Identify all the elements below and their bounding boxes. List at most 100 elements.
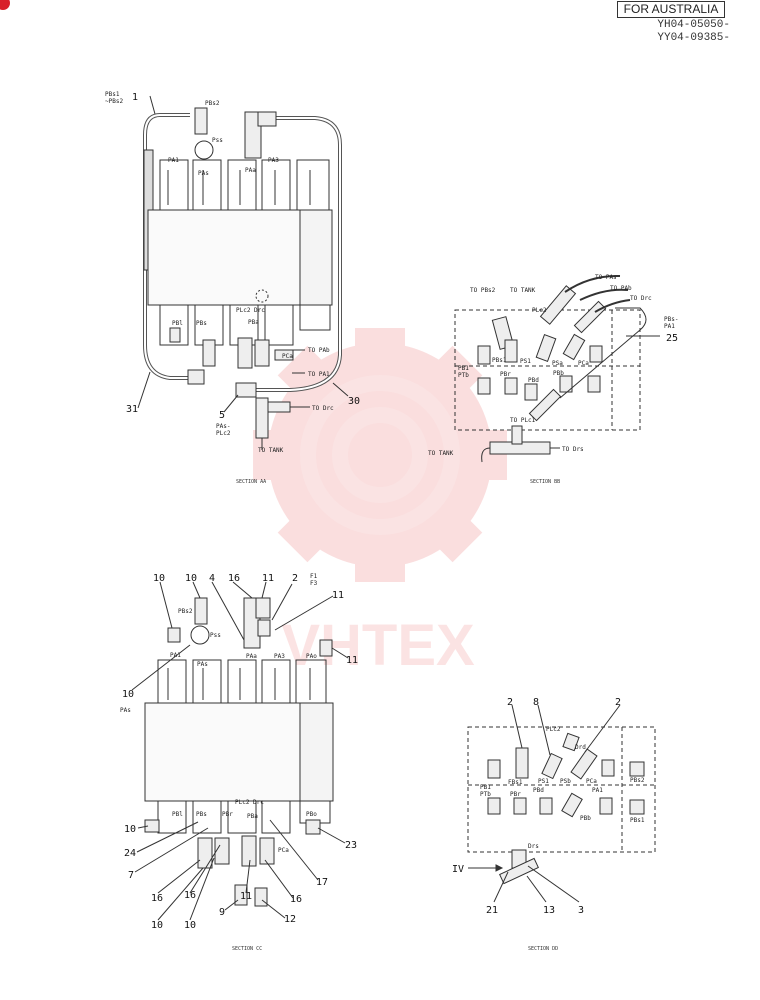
label-plc2: PLc2 [546,726,561,733]
label-pbs: PBs [196,811,207,818]
section-bb-text: TO PBs2 TO TANK TO PAs TO PAb TO Drc PBs… [428,274,678,457]
label-pbs: PBs [196,320,207,327]
label-pca: PCa [586,778,597,785]
label-drd: Drd [575,744,586,751]
callout-10f: 10 [184,920,196,931]
label-ps1: PS1 [538,778,549,785]
callout-2a: 2 [507,697,513,708]
label-pbr: PBr [510,791,521,798]
label-pbl: PBl [172,320,183,327]
section-cc-text: PBs2 Pss PA1 PAs PAs PAa PA3 PAo PBl PBs… [120,573,318,854]
label-psa: PSa [552,360,563,367]
label-pbd: PBd [533,787,544,794]
label-to-plc1: TO PLc1 [510,417,536,424]
callout-17: 17 [316,877,328,888]
part-codes: YH04-05050- YY04-09385- [657,19,730,45]
label-pa3: PA3 [274,653,285,660]
section-cc-callouts: 10 10 4 16 11 2 11 11 10 10 24 7 16 16 1… [122,573,358,931]
section-cc [131,581,349,921]
callout-5: 5 [219,410,225,421]
callout-arrow-iv: IV [452,864,464,875]
callout-3: 3 [578,905,584,916]
label-pbs1: PBs1 [105,91,120,98]
callout-10b: 10 [185,573,197,584]
callout-16c: 16 [184,890,196,901]
label-f3: F3 [310,580,318,587]
label-to-pab: TO PAb [308,347,330,354]
callout-8: 8 [533,697,539,708]
section-aa [137,95,349,450]
callout-10d: 10 [124,824,136,835]
label-pa1: PA1 [664,323,675,330]
section-dd-callouts: 2 8 2 21 13 3 IV [452,697,621,916]
label-drs: Drs [528,843,539,850]
callout-10e: 10 [151,920,163,931]
label-ps1: PS1 [520,358,531,365]
label-pbs1: PBs1 [630,817,645,824]
label-pa1: PA1 [168,157,179,164]
callout-7: 7 [128,870,134,881]
label-to-tank: TO TANK [258,447,284,454]
label-pbs2-top: ~PBs2 [105,98,123,105]
section-dd-caption: SECTION DD [528,946,558,952]
label-pba: PBa [247,813,258,820]
callout-11d: 11 [240,891,252,902]
callout-25: 25 [666,333,678,344]
label-plc2: PLc2 [216,430,231,437]
callout-13: 13 [543,905,555,916]
label-f1: F1 [310,573,318,580]
callout-2: 2 [292,573,298,584]
region-badge: FOR AUSTRALIA [617,1,725,18]
label-paa: PAa [245,167,256,174]
label-ptb: PTb [480,791,491,798]
label-pbo: PBo [306,811,317,818]
label-paa: PAa [246,653,257,660]
callout-2b: 2 [615,697,621,708]
label-to-pab: TO PAb [610,285,632,292]
label-pss: Pss [212,137,223,144]
watermark-text: VHTEX [281,613,475,678]
label-pbs2: PBs2 [630,777,645,784]
callout-12: 12 [284,914,296,925]
label-pba: PBa [248,319,259,326]
section-cc-caption: SECTION CC [232,946,262,952]
label-pbr: PBr [500,371,511,378]
callout-11a: 11 [262,573,274,584]
callout-4: 4 [209,573,215,584]
section-aa-callouts: 1 31 30 5 [126,92,360,421]
corner-mark [0,0,10,10]
label-plc2: PLc2 [532,307,547,314]
label-pca: PCa [578,360,589,367]
label-to-pbs2: TO PBs2 [470,287,496,294]
section-dd [467,704,656,903]
watermark-gear [253,328,507,582]
callout-11c: 11 [346,655,358,666]
label-to-tank-2: TO TANK [428,450,454,457]
label-pa1: PA1 [592,787,603,794]
label-pa3: PA3 [268,157,279,164]
label-pb1: PB1 [458,365,469,372]
label-pbb: PBb [580,815,591,822]
label-plc2drc: PLc2 Drc [235,799,264,806]
label-pas: PAs [198,170,209,177]
section-dd-text: PLc2 Drd FBs1 PS1 PSb PCa PBs2 PB1 PTb P… [480,726,645,850]
callout-21: 21 [486,905,498,916]
label-psb: PSb [560,778,571,785]
callout-23: 23 [345,840,357,851]
label-pb1: PB1 [480,784,491,791]
callout-10c: 10 [122,689,134,700]
callout-31: 31 [126,404,138,415]
label-pas-plc2: PAs- [216,423,230,430]
label-plc2drc: PLc2 Drc [236,307,265,314]
label-to-pas: TO PAs [595,274,617,281]
callout-30: 30 [348,396,360,407]
callout-16b: 16 [151,893,163,904]
label-pas-2: PAs [120,707,131,714]
label-pca: PCa [282,353,293,360]
label-pss: Pss [210,632,221,639]
label-pbs-pa1: PBs- [664,316,678,323]
label-fbs1: FBs1 [508,779,523,786]
label-to-pa1: TO PA1 [308,371,330,378]
